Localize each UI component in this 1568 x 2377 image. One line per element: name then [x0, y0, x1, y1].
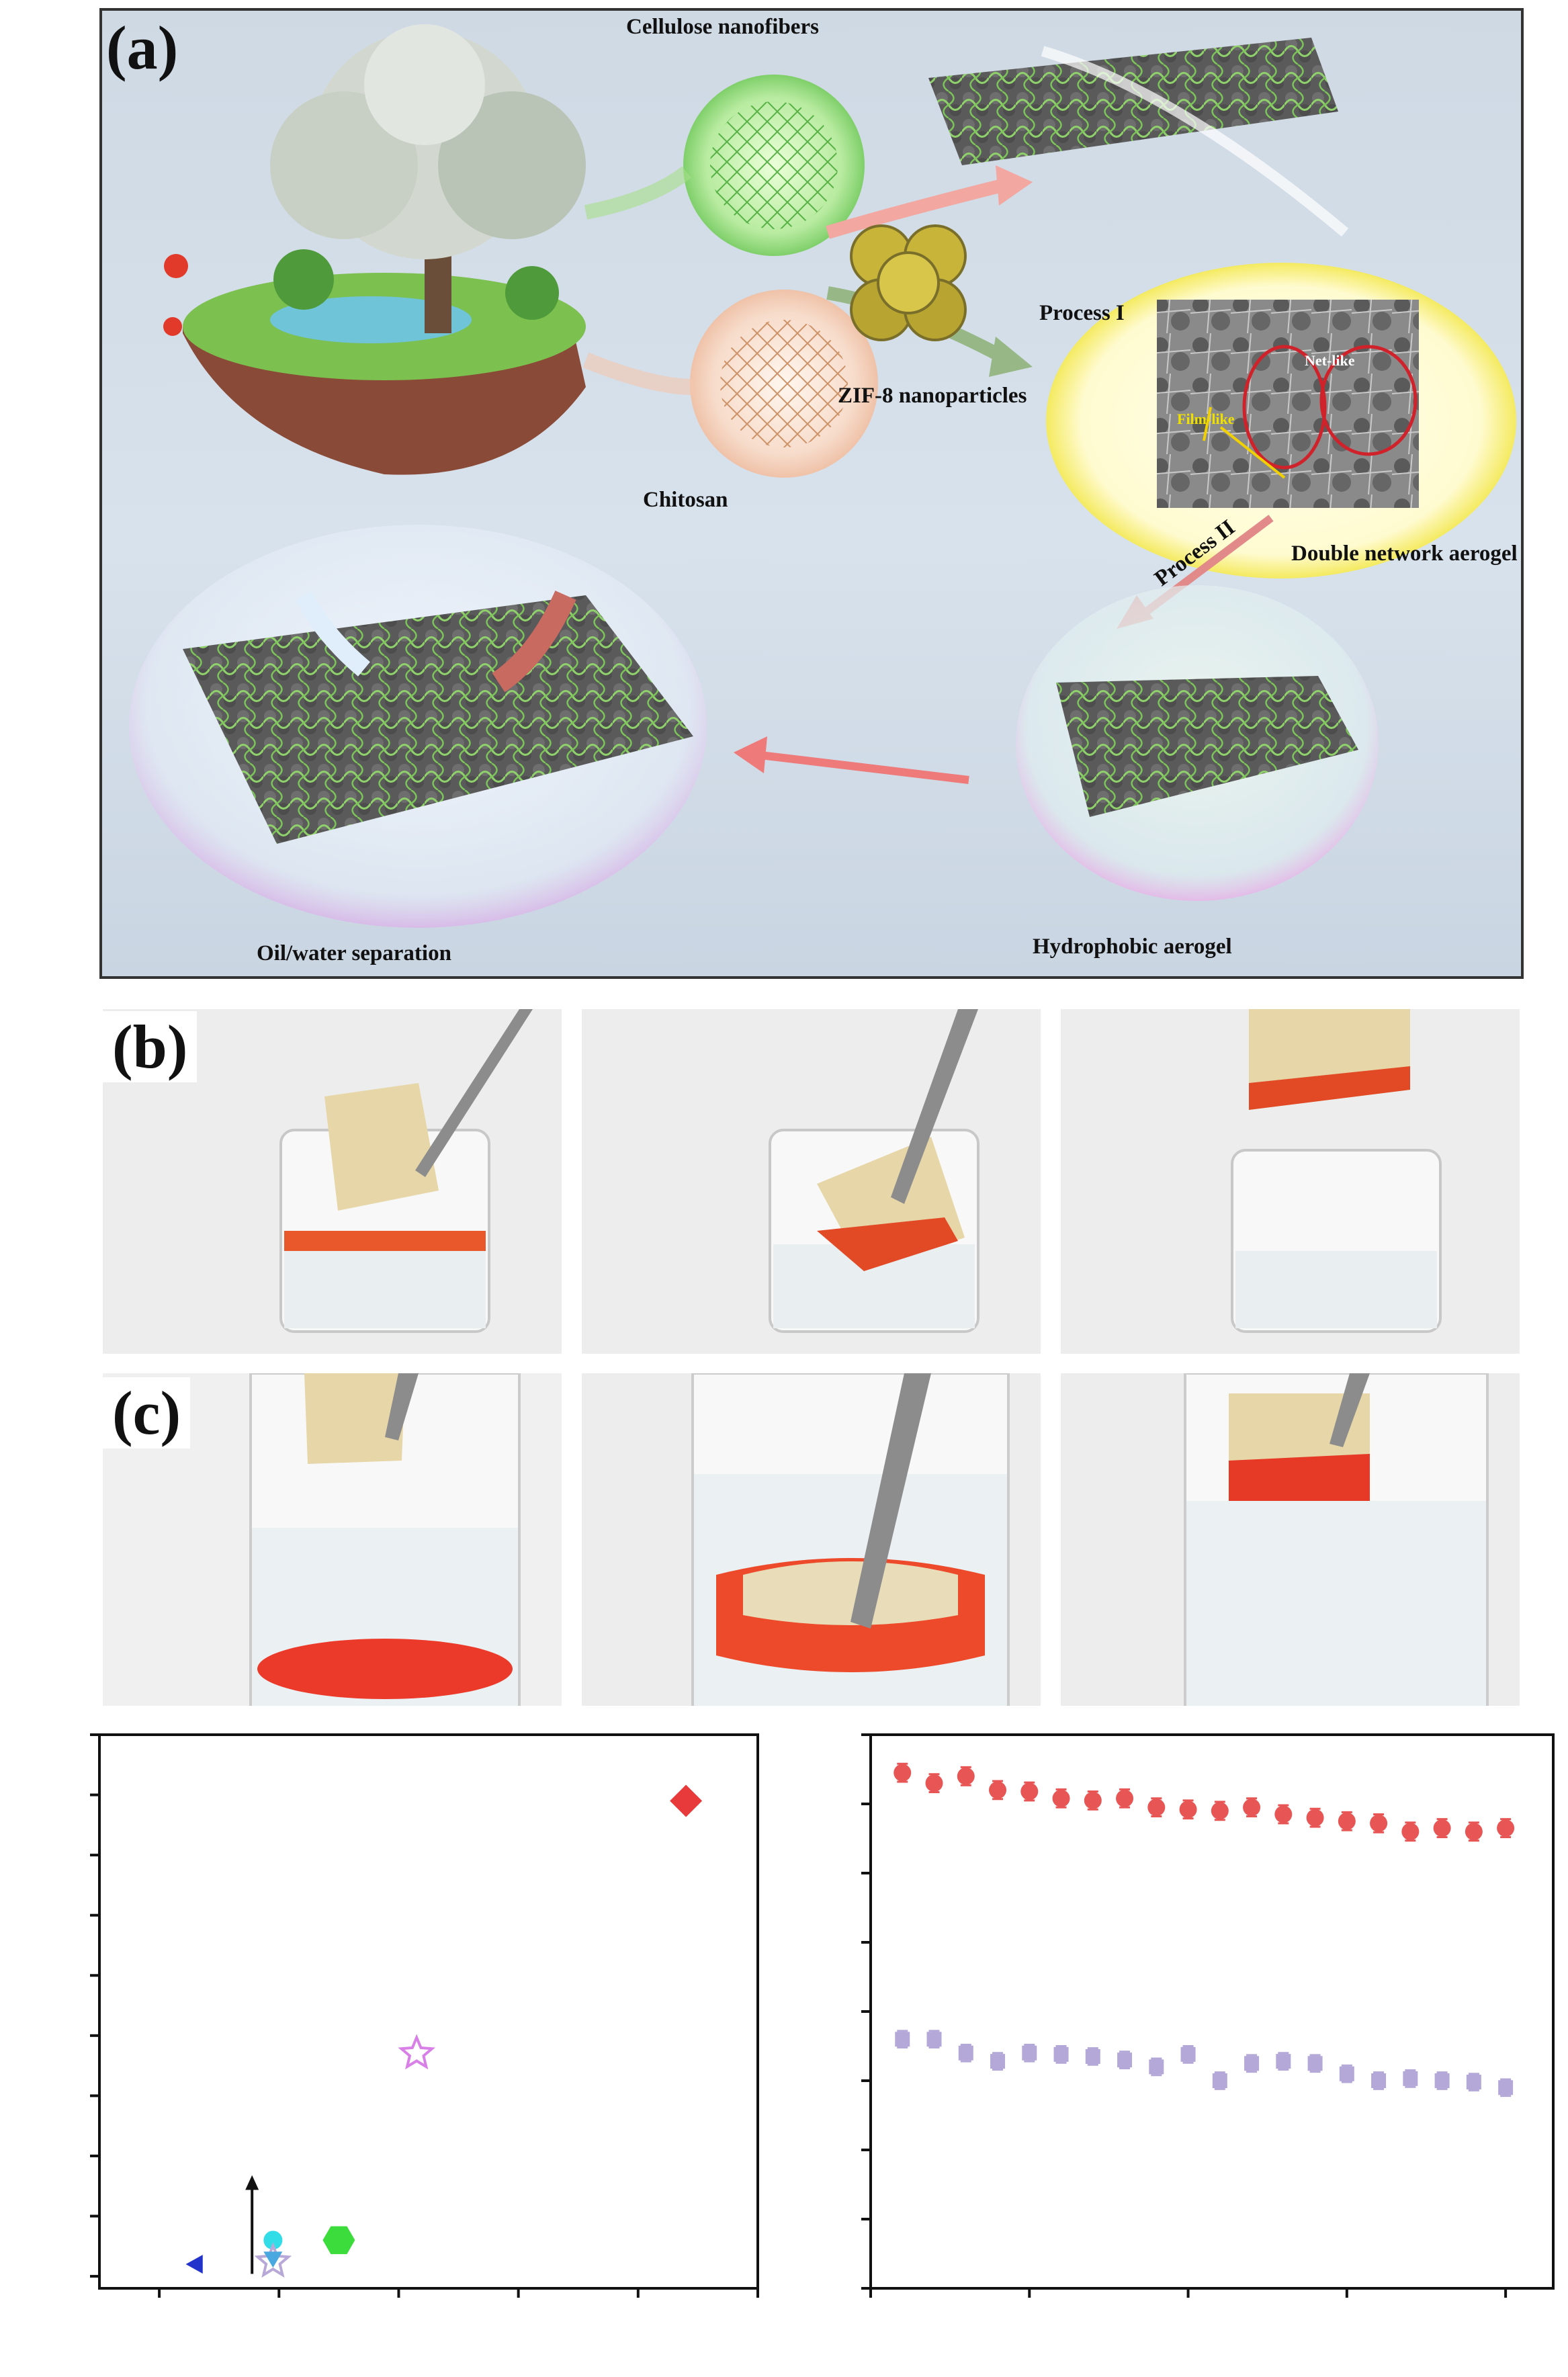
data-point-trichloromethane: [989, 1781, 1007, 1799]
data-point-n-hexane: [1180, 2046, 1196, 2062]
photo-c2: [582, 1373, 1041, 1706]
process-one-label: Process I: [1039, 301, 1125, 325]
pink-curved-arrow: [826, 179, 1004, 239]
data-point-n-hexane: [1244, 2056, 1260, 2071]
cluster-arrow-head: [245, 2175, 259, 2190]
data-point-n-hexane: [1403, 2071, 1418, 2086]
photo-b3: [1061, 1009, 1520, 1354]
film-like-label: Film-like: [1177, 410, 1235, 427]
data-point-n-hexane: [1149, 2059, 1164, 2075]
data-point-trichloromethane: [1211, 1802, 1229, 1820]
schematic-panel-a: (a) Cellulose nanofibers Chitosan ZIF-8 …: [99, 8, 1524, 979]
zif8-label: ZIF-8 nanoparticles: [838, 384, 1027, 408]
data-point-ethyl-acetate: [322, 2226, 355, 2255]
plot-frame: [869, 1733, 1555, 2290]
data-point-1-4-dioxane: [398, 2034, 435, 2070]
photo-b1: [103, 1009, 562, 1354]
data-point-n-hexane: [1053, 2046, 1069, 2062]
data-point-acetone: [263, 2251, 283, 2268]
data-point-n-hexane: [1371, 2073, 1387, 2088]
data-point-n-hexane: [1498, 2080, 1514, 2095]
data-point-trichloromethane: [1338, 1812, 1356, 1830]
panel-b-letter: (b): [103, 1011, 198, 1082]
data-point-trichloromethane: [1497, 1819, 1515, 1838]
data-point-trichloromethane: [957, 1767, 975, 1785]
data-point-n-hexane: [990, 2054, 1006, 2069]
data-point-n-hexane: [1212, 2073, 1227, 2088]
sem-micrograph: [1157, 300, 1419, 508]
oil-water-label: Oil/water separation: [257, 941, 451, 965]
data-point-n-hexane: [926, 2032, 942, 2047]
photo-c1: [103, 1373, 562, 1706]
data-point-trichloromethane: [1052, 1789, 1070, 1807]
data-point-trichloromethane: [1179, 1801, 1197, 1819]
zif8-nanoparticles-icon: [850, 224, 967, 341]
schematic-illustration: [129, 24, 1516, 928]
data-point-trichloromethane: [670, 1784, 703, 1817]
double-network-label: Double network aerogel: [1291, 542, 1518, 566]
data-point-n-hexane: [895, 2032, 910, 2047]
cellulose-label: Cellulose nanofibers: [626, 15, 819, 39]
forest-island-illustration: [163, 24, 586, 475]
aerogel-block-top: [928, 38, 1349, 237]
data-point-trichloromethane: [1370, 1814, 1388, 1832]
hydrophobic-label: Hydrophobic aerogel: [1033, 935, 1232, 959]
data-point-n-hexane: [1085, 2048, 1100, 2064]
data-point-trichloromethane: [1465, 1823, 1483, 1841]
photo-b2: [582, 1009, 1041, 1354]
data-point-trichloromethane: [925, 1774, 943, 1792]
chitosan-label: Chitosan: [643, 488, 728, 512]
data-point-trichloromethane: [1243, 1799, 1261, 1817]
data-point-n-hexane: [1307, 2056, 1323, 2071]
plot-frame: [98, 1733, 759, 2290]
data-point-trichloromethane: [1116, 1789, 1134, 1807]
panel-c-letter: (c): [103, 1377, 191, 1449]
panel-a-letter: (a): [106, 13, 179, 82]
data-point-ethanol: [263, 2231, 283, 2250]
data-point-trichloromethane: [894, 1764, 912, 1782]
data-point-n-hexane: [1466, 2075, 1481, 2090]
chart-d-solvent-density: [90, 1733, 759, 2298]
data-point-n-hexane: [958, 2045, 973, 2061]
net-like-label: Net-like: [1305, 352, 1355, 369]
data-point-trichloromethane: [1020, 1782, 1039, 1801]
data-point-trichloromethane: [1306, 1809, 1324, 1827]
photo-c3: [1061, 1373, 1520, 1706]
data-point-n-hexane: [1276, 2054, 1291, 2069]
data-point-n-hexane: [1022, 2045, 1037, 2061]
data-point-methanol: [254, 2242, 292, 2278]
data-point-trichloromethane: [1274, 1805, 1293, 1823]
water-stream: [295, 591, 370, 677]
data-point-n-hexane: [185, 2255, 203, 2274]
data-point-trichloromethane: [1401, 1823, 1420, 1841]
data-point-n-hexane: [1339, 2066, 1354, 2081]
data-point-trichloromethane: [1433, 1819, 1451, 1838]
data-point-trichloromethane: [1084, 1791, 1102, 1809]
data-point-n-hexane: [1434, 2073, 1450, 2088]
data-point-n-hexane: [1117, 2052, 1133, 2068]
oil-stream: [492, 591, 576, 693]
data-point-trichloromethane: [1147, 1799, 1166, 1817]
chart-e-cycles: [861, 1733, 1555, 2298]
left-arrow: [760, 751, 969, 784]
